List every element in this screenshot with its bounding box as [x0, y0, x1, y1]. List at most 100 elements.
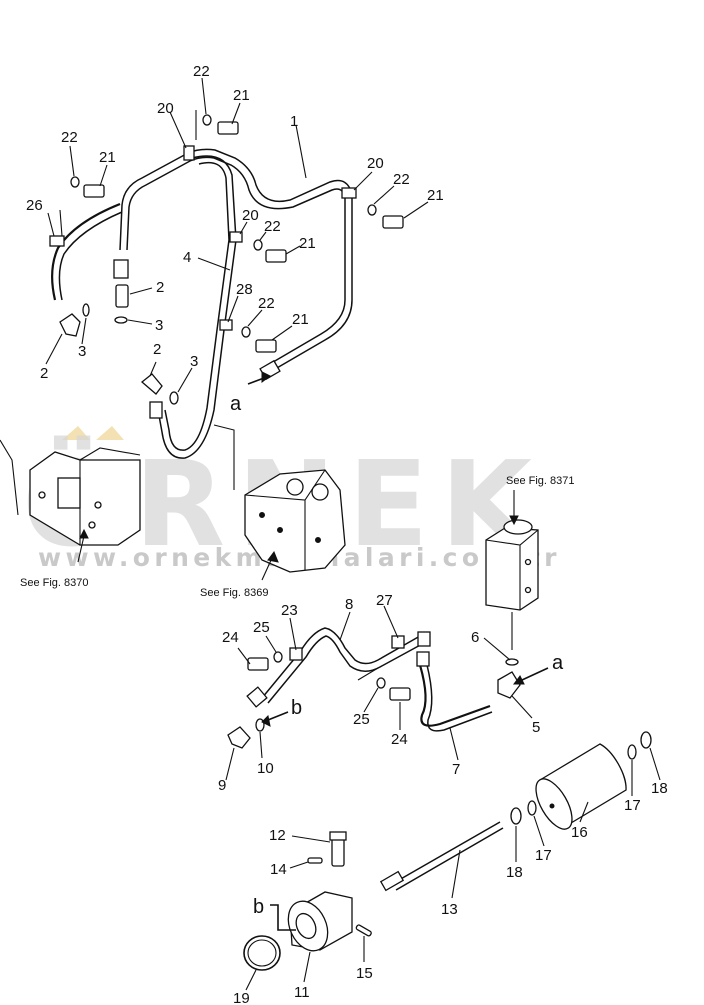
fitting-2-center — [115, 284, 129, 308]
callout-21: 21 — [292, 311, 309, 328]
leader-21-right — [403, 201, 429, 219]
clamp-26 — [49, 235, 65, 247]
washer-25-right — [376, 677, 386, 689]
clamp-20-mid — [229, 231, 243, 243]
leader-9 — [225, 747, 235, 781]
callout-2: 2 — [156, 279, 164, 296]
hose-left — [51, 202, 121, 301]
watermark-accent-right — [96, 426, 124, 440]
bolt-21-mid — [265, 249, 287, 263]
leader-fig-8369 — [261, 557, 273, 581]
callout-1: 1 — [290, 113, 298, 130]
valve-left-bolt-1 — [94, 501, 102, 509]
leader-fig-8369-head — [267, 550, 279, 563]
leader-20-mid — [239, 221, 248, 235]
leader-21-top — [231, 102, 241, 125]
leader-20-top — [169, 110, 197, 149]
washer-22-left — [70, 176, 80, 188]
leader-10 — [259, 731, 263, 759]
leader-lines — [45, 77, 661, 991]
callout-24: 24 — [391, 731, 408, 748]
callout-21: 21 — [299, 235, 316, 252]
callout-24: 24 — [222, 629, 239, 646]
hose-7-top-end — [416, 651, 430, 667]
callout-10: 10 — [257, 760, 274, 777]
hose-7-inner — [426, 664, 493, 732]
bolt-set-lower — [241, 326, 277, 353]
valve-center-bolt-3 — [315, 537, 321, 543]
leader-2-center — [129, 287, 153, 295]
arrow-b-upper — [267, 711, 289, 721]
callout-26: 26 — [26, 197, 43, 214]
leader-18-top — [649, 747, 661, 781]
clamp-20-top — [183, 145, 195, 161]
callout-11: 11 — [294, 984, 310, 1001]
ring-18-top — [640, 731, 652, 749]
clamp-28 — [219, 319, 233, 331]
callout-21: 21 — [233, 87, 250, 104]
callout-3: 3 — [190, 353, 198, 370]
elbow-2-mid — [140, 373, 163, 395]
leader-8 — [339, 611, 351, 641]
leader-7 — [449, 727, 459, 761]
bolt-set-right — [367, 204, 404, 229]
valve-center-port-1 — [286, 478, 304, 496]
valve-right-edge — [485, 529, 539, 610]
clamp-20-right — [341, 187, 357, 199]
o-ring-19-inner — [247, 939, 277, 967]
connection-letters: a a b b — [230, 393, 564, 918]
shaft-13-thread — [379, 870, 405, 892]
callout-15: 15 — [356, 965, 373, 982]
callout-21: 21 — [99, 149, 116, 166]
leader-20-right — [353, 171, 373, 191]
filter-center-hole — [549, 803, 555, 809]
bolt-21-right — [382, 215, 404, 229]
shaft-13 — [391, 821, 501, 885]
leader-13 — [451, 849, 461, 899]
bolt-21-lower — [255, 339, 277, 353]
leader-2-left — [45, 333, 63, 365]
arrow-a-lower-head — [513, 675, 525, 685]
ref-fig-8369: See Fig. 8369 — [200, 587, 269, 599]
hose-left-inner — [58, 211, 123, 301]
arrow-a-upper-head — [261, 371, 271, 383]
conn-b-upper: b — [291, 697, 302, 719]
hose-end-left — [149, 401, 163, 419]
valve-left-bolt-3 — [38, 491, 46, 499]
pipe-8 — [261, 627, 421, 699]
leader-fig-8370-head — [79, 528, 89, 539]
leader-22-top — [201, 77, 207, 115]
callout-28: 28 — [236, 281, 253, 298]
conn-a-upper: a — [230, 393, 242, 415]
callout-17: 17 — [624, 797, 641, 814]
callout-16: 16 — [571, 824, 588, 841]
washer-22-right — [367, 204, 377, 216]
leader-3-left — [81, 317, 87, 345]
o-ring-19 — [243, 935, 281, 971]
pipe-4 — [157, 155, 237, 459]
valve-left-bolt-2 — [88, 521, 96, 529]
leader-25-left — [265, 635, 277, 653]
leader-22-mid — [259, 231, 267, 241]
pin-14 — [307, 857, 323, 864]
filter-end-cap — [535, 778, 573, 830]
valve-left-leader — [0, 439, 19, 516]
callout-21: 21 — [427, 187, 444, 204]
leader-21-left — [99, 164, 108, 187]
o-ring-3-mid — [169, 391, 179, 405]
callout-20: 20 — [367, 155, 384, 172]
leader-fig-8371-head — [509, 515, 519, 526]
callout-3: 3 — [155, 317, 163, 334]
valve-center-hose-leader — [213, 424, 235, 490]
callout-25: 25 — [353, 711, 370, 728]
leader-5 — [511, 695, 533, 719]
callout-12: 12 — [269, 827, 286, 844]
leader-1 — [295, 124, 307, 179]
leader-2-mid — [149, 361, 157, 377]
leader-3-mid — [177, 367, 193, 393]
clamp-27 — [391, 635, 405, 649]
leader-24-left — [237, 647, 251, 665]
callout-23: 23 — [281, 602, 298, 619]
callout-22: 22 — [393, 171, 410, 188]
leader-27 — [383, 605, 399, 639]
